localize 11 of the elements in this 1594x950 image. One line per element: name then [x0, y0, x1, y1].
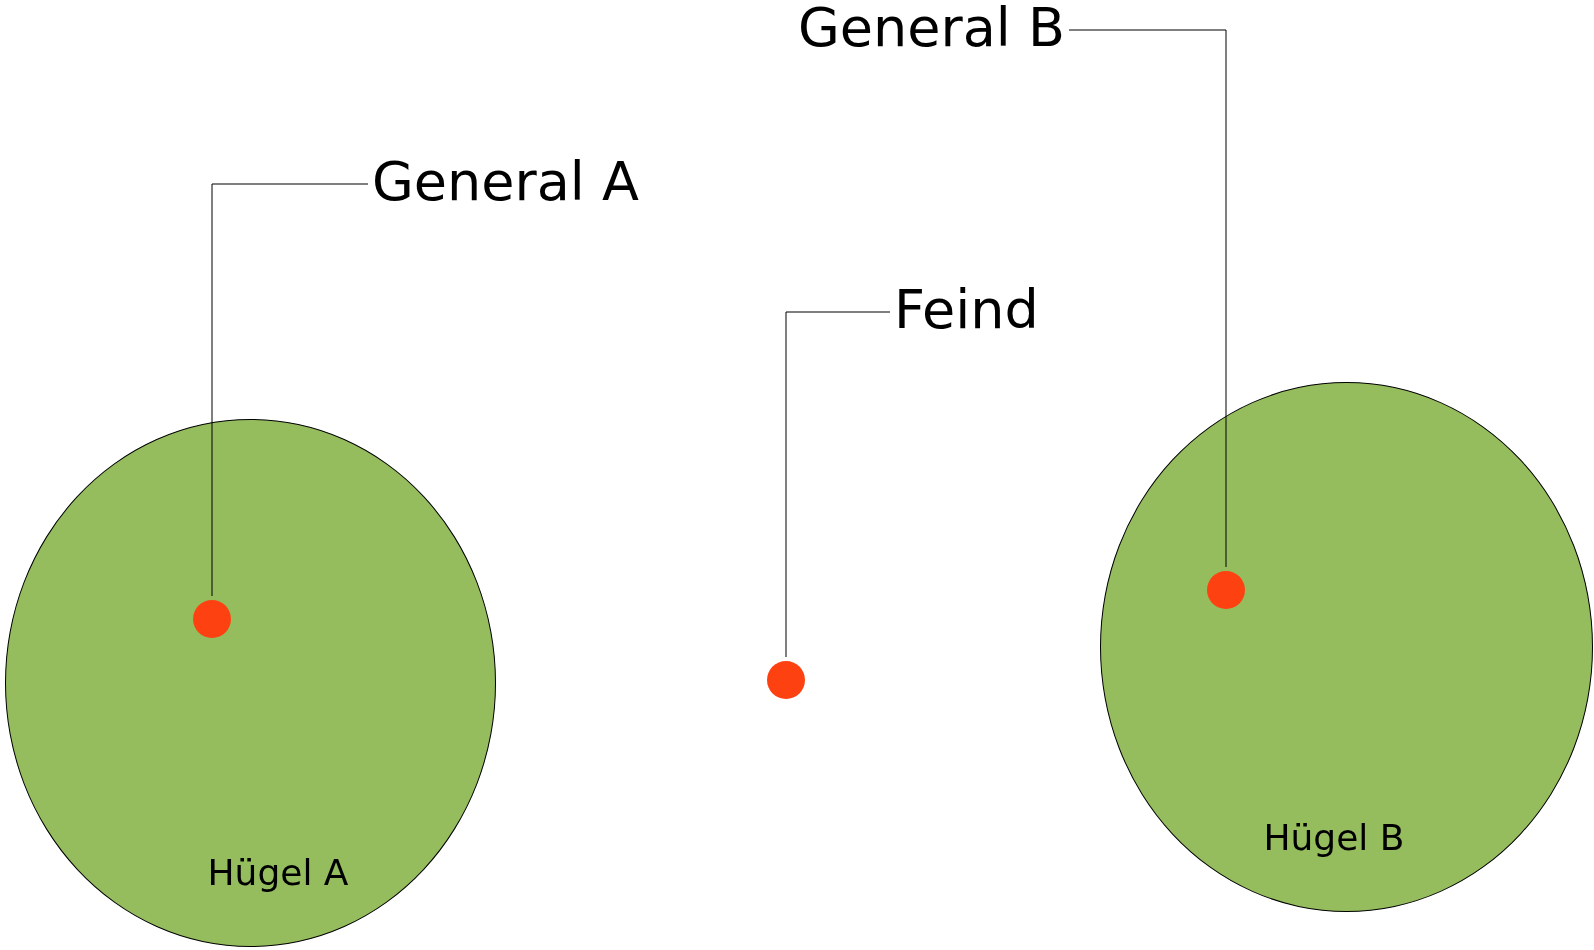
hill-label: Hügel A	[207, 851, 349, 895]
position-dot	[1207, 571, 1245, 609]
general-label: General B	[798, 0, 1066, 60]
position-dot	[193, 600, 231, 638]
hill-label: Hügel B	[1263, 816, 1405, 860]
general-label: General A	[372, 150, 639, 214]
leader-line	[211, 183, 369, 597]
general-label: Feind	[894, 278, 1039, 342]
position-dot	[767, 661, 805, 699]
leader-line	[1068, 29, 1227, 568]
leader-line	[785, 311, 891, 658]
